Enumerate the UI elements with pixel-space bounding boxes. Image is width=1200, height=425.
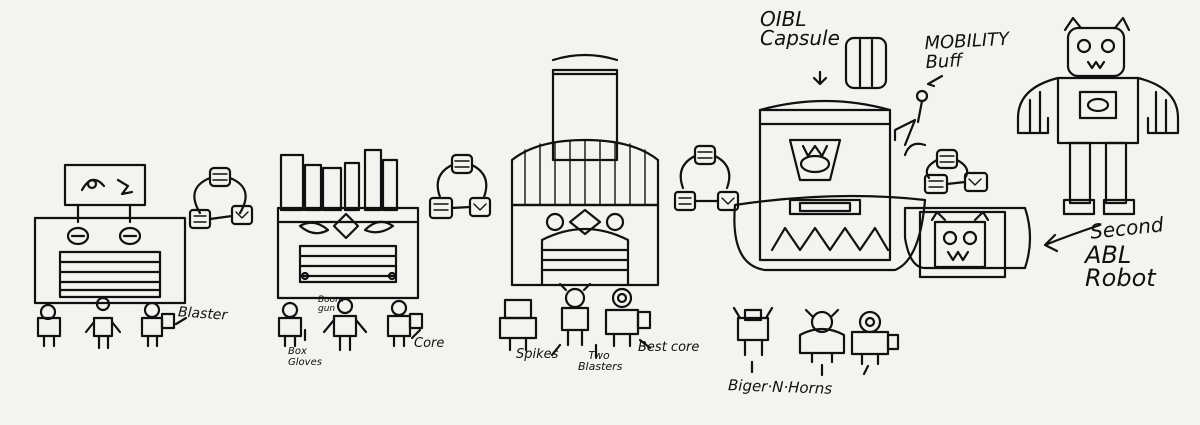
robot-1-base xyxy=(33,163,187,305)
robot-4-capsule xyxy=(812,36,944,90)
biger-n-horns-label: Biger·N·Horns xyxy=(727,376,833,398)
second-robot-arrow xyxy=(1043,223,1102,253)
core-label-1: Core xyxy=(414,336,445,351)
abl-robot-label: ABL Robot xyxy=(1085,241,1156,292)
mobility-buff-label: MOBILITY Buff xyxy=(923,28,1010,74)
robot-3-base xyxy=(510,53,660,287)
spikes-label: Spikes xyxy=(516,347,559,362)
robot-2-core-icons xyxy=(428,153,492,220)
box-gloves-label: Box Gloves xyxy=(288,346,322,368)
robot-3-figures xyxy=(498,282,652,359)
robot-2-figures xyxy=(277,297,424,352)
blaster-label: Blaster xyxy=(177,304,228,324)
oibl-capsule-label: OIBL Capsule xyxy=(760,7,840,50)
robot-1-core-icons xyxy=(188,166,254,230)
robot-3-core-icons xyxy=(673,144,740,212)
robot-5-full-figure xyxy=(1016,16,1180,216)
robot-4-base xyxy=(733,89,929,272)
robot-4-figures xyxy=(732,306,900,377)
boom-gun-label: Boom gun xyxy=(318,295,344,314)
best-core-label: Best core xyxy=(638,340,700,355)
robot-4-second-body xyxy=(903,206,1032,279)
two-blasters-label: Two Blasters xyxy=(578,349,623,373)
robot-1-figures xyxy=(36,296,188,350)
robot-2-base xyxy=(276,148,420,300)
robot-4-core-icons xyxy=(923,148,989,195)
